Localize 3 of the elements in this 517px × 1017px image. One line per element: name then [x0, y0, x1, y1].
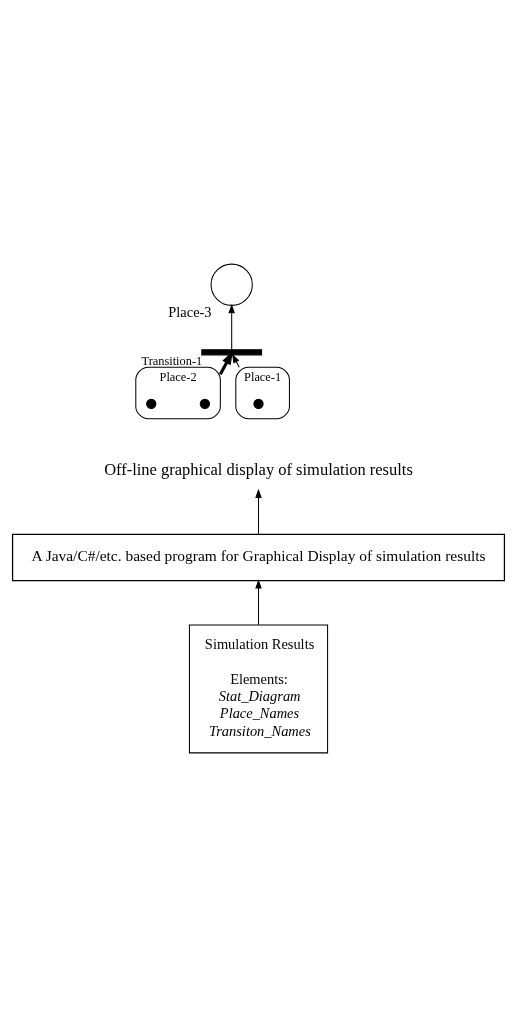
node-text: Off-line graphical display of simulation results [104, 460, 413, 480]
node-label: Place-3 [168, 303, 212, 320]
node-label: Transition-1 [141, 353, 203, 368]
